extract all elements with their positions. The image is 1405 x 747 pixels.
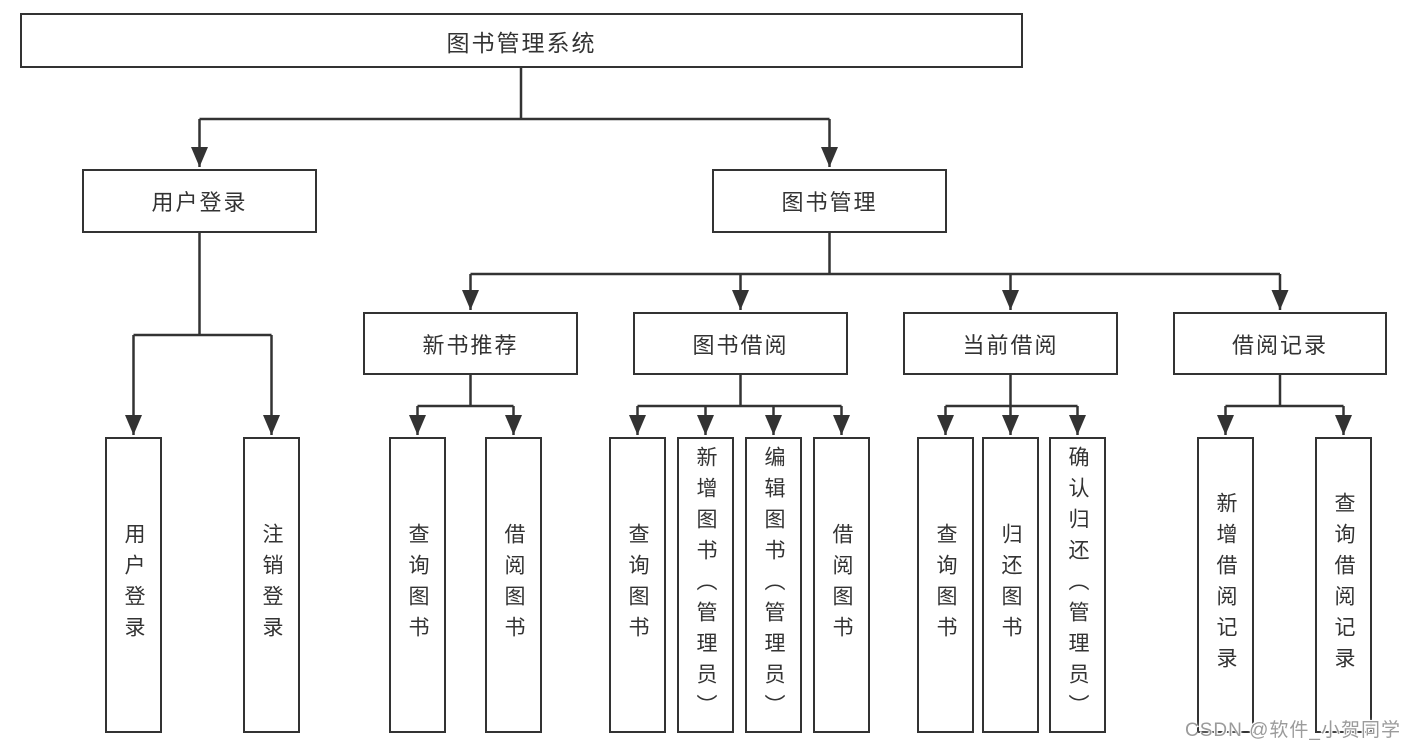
node-user-login-leaf: 用户登录 bbox=[105, 437, 162, 733]
node-cb-return-books: 归还图书 bbox=[982, 437, 1039, 733]
node-label: 查询借阅记录 bbox=[1332, 492, 1355, 678]
node-label: 图书管理 bbox=[781, 190, 878, 215]
node-label: 查询图书 bbox=[406, 523, 429, 647]
node-label: 图书借阅 bbox=[692, 332, 789, 358]
node-borrow-record: 借阅记录 bbox=[1173, 312, 1387, 375]
node-label: 新增借阅记录 bbox=[1214, 492, 1237, 678]
node-label: 注销登录 bbox=[260, 523, 283, 647]
node-label: 借阅图书 bbox=[502, 523, 525, 647]
node-label: 确认归还（管理员） bbox=[1066, 445, 1089, 725]
node-nbr-borrow-books: 借阅图书 bbox=[485, 437, 542, 733]
node-label: 查询图书 bbox=[934, 523, 957, 647]
node-label: 新书推荐 bbox=[422, 332, 519, 358]
node-label: 用户登录 bbox=[151, 190, 248, 215]
node-bb-query-books: 查询图书 bbox=[609, 437, 666, 733]
node-logout-leaf: 注销登录 bbox=[243, 437, 300, 733]
node-br-query-record: 查询借阅记录 bbox=[1315, 437, 1372, 733]
node-book-borrow: 图书借阅 bbox=[633, 312, 848, 375]
node-label: 新增图书（管理员） bbox=[694, 445, 717, 725]
node-label: 编辑图书（管理员） bbox=[762, 445, 785, 725]
node-book-management: 图书管理 bbox=[712, 169, 947, 233]
node-user-login: 用户登录 bbox=[82, 169, 317, 233]
node-br-add-record: 新增借阅记录 bbox=[1197, 437, 1254, 733]
node-label: 当前借阅 bbox=[962, 332, 1059, 358]
node-label: 借阅记录 bbox=[1231, 332, 1328, 358]
node-cb-query-books: 查询图书 bbox=[917, 437, 974, 733]
node-label: 查询图书 bbox=[626, 523, 649, 647]
node-label: 图书管理系统 bbox=[446, 29, 597, 56]
node-label: 用户登录 bbox=[122, 523, 145, 647]
node-cb-confirm-return-admin: 确认归还（管理员） bbox=[1049, 437, 1106, 733]
node-new-book-recommend: 新书推荐 bbox=[363, 312, 578, 375]
node-nbr-query-books: 查询图书 bbox=[389, 437, 446, 733]
node-root: 图书管理系统 bbox=[20, 13, 1023, 68]
csdn-watermark: CSDN @软件_小贺同学 bbox=[1185, 720, 1401, 741]
node-bb-edit-books-admin: 编辑图书（管理员） bbox=[745, 437, 802, 733]
node-label: 借阅图书 bbox=[830, 523, 853, 647]
node-bb-borrow-books: 借阅图书 bbox=[813, 437, 870, 733]
node-current-borrow: 当前借阅 bbox=[903, 312, 1118, 375]
node-label: 归还图书 bbox=[999, 523, 1022, 647]
node-bb-add-books-admin: 新增图书（管理员） bbox=[677, 437, 734, 733]
